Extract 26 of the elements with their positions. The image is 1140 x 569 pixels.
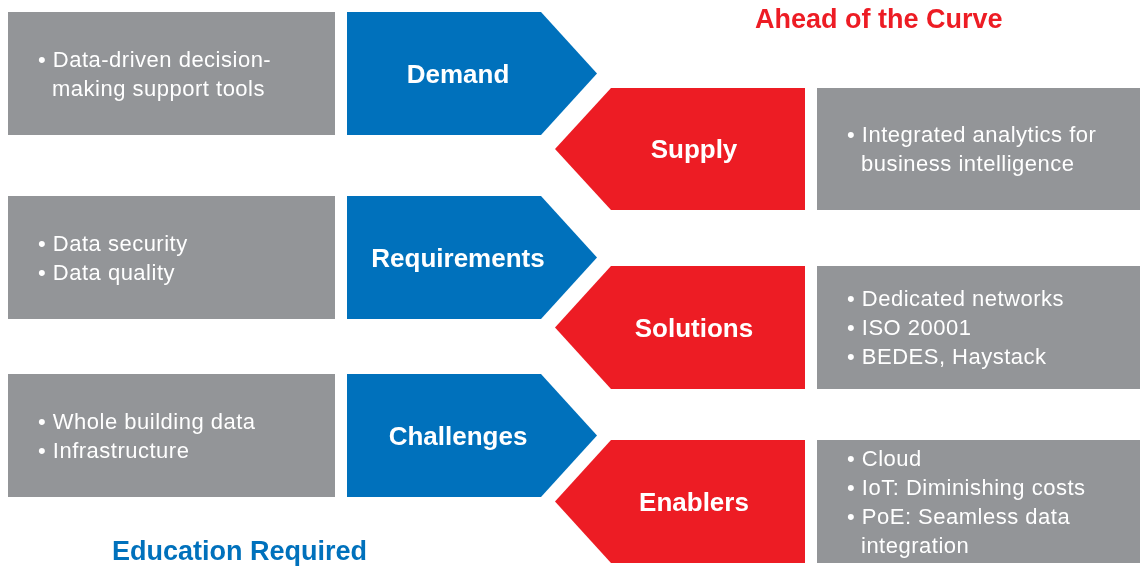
bullet-text: • BEDES, Haystack bbox=[847, 343, 1048, 371]
info-panel bbox=[8, 12, 335, 135]
chevron-label: Requirements bbox=[370, 242, 546, 273]
bullet-text: • PoE: Seamless data integration bbox=[847, 502, 1072, 560]
bullet-text: • Whole building data bbox=[38, 407, 256, 436]
bullet-text: • Dedicated networks bbox=[847, 285, 1065, 313]
chevron-label: Solutions bbox=[633, 312, 755, 343]
bullet-text: • Cloud bbox=[847, 444, 923, 473]
bullet-text: • IoT: Diminishing costs bbox=[847, 473, 1087, 502]
chevron-label: Supply bbox=[649, 133, 739, 165]
chevron-label: Challenges bbox=[387, 420, 529, 451]
bullet-text: • Integrated analytics for business intelligence bbox=[847, 121, 1098, 178]
bullet-text: • Data quality bbox=[38, 258, 176, 287]
bullet-text: • ISO 20001 bbox=[847, 314, 973, 342]
info-panel bbox=[817, 88, 1140, 210]
bullet-text: • Infrastructure bbox=[38, 436, 191, 465]
info-panel bbox=[817, 266, 1140, 389]
info-panel bbox=[8, 374, 335, 497]
bullet-text: • Data security bbox=[38, 229, 188, 258]
heading-text: Ahead of the Curve bbox=[755, 4, 1003, 35]
info-panel bbox=[8, 196, 335, 319]
heading-text: Education Required bbox=[112, 536, 368, 567]
info-panel bbox=[817, 440, 1140, 563]
chevron-label: Demand bbox=[405, 58, 511, 89]
bullet-text: • Data-driven decision-making support tools bbox=[38, 45, 273, 103]
chevron-label: Enablers bbox=[638, 486, 750, 517]
